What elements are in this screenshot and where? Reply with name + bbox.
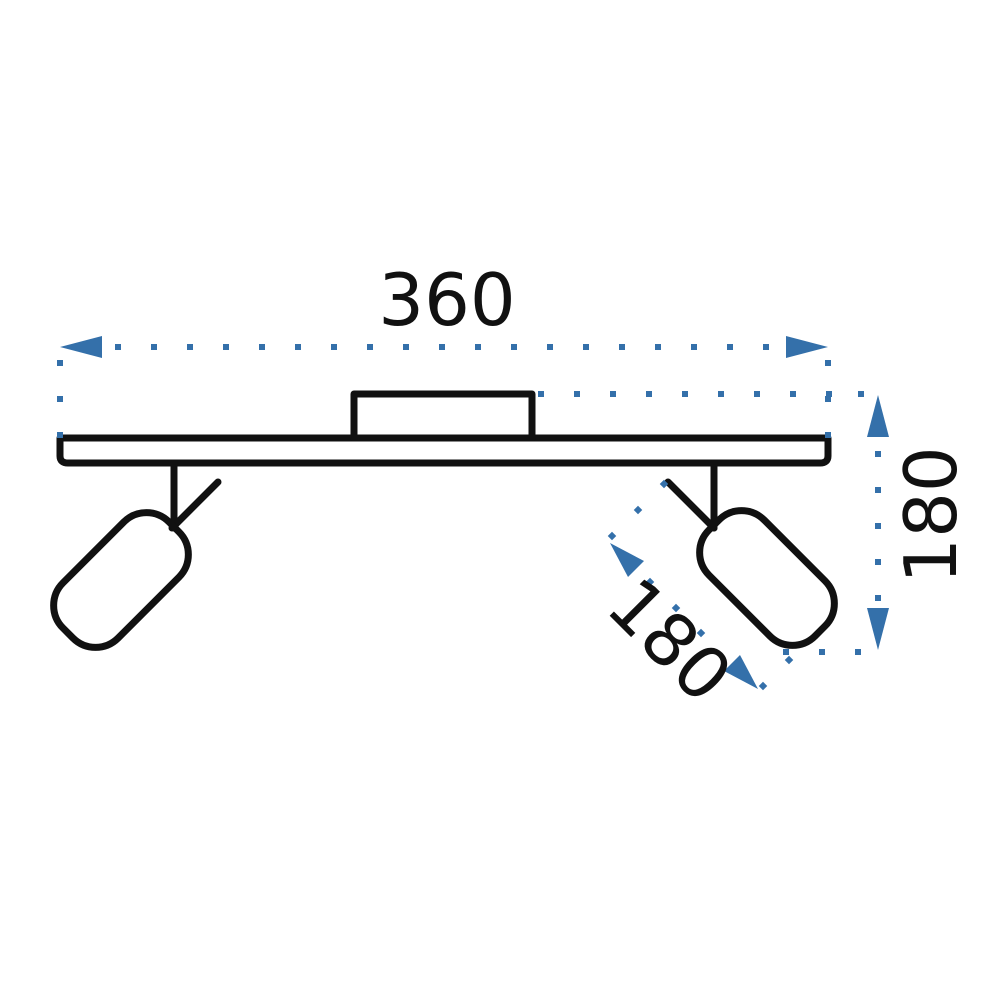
arrow-lower-right-icon: [724, 655, 758, 689]
spot-length-label: 180: [591, 562, 748, 719]
dotted-line-width: [115, 344, 769, 350]
mounting-box: [350, 390, 536, 442]
arrow-up-icon: [867, 395, 889, 437]
mounting-bar: [56, 434, 832, 467]
arrow-right-icon: [786, 336, 828, 358]
arrow-upper-left-icon: [610, 543, 644, 577]
right-spotlight: [664, 459, 838, 649]
left-spotlight: [50, 459, 222, 651]
height-label: 180: [889, 446, 973, 583]
dimension-width: [57, 336, 831, 438]
arrow-left-icon: [60, 336, 102, 358]
dimension-height: [538, 391, 889, 655]
arrow-down-icon: [867, 608, 889, 650]
lamp-body: [50, 390, 838, 651]
width-label: 360: [378, 258, 515, 342]
dimension-spot-length: [607, 479, 794, 691]
